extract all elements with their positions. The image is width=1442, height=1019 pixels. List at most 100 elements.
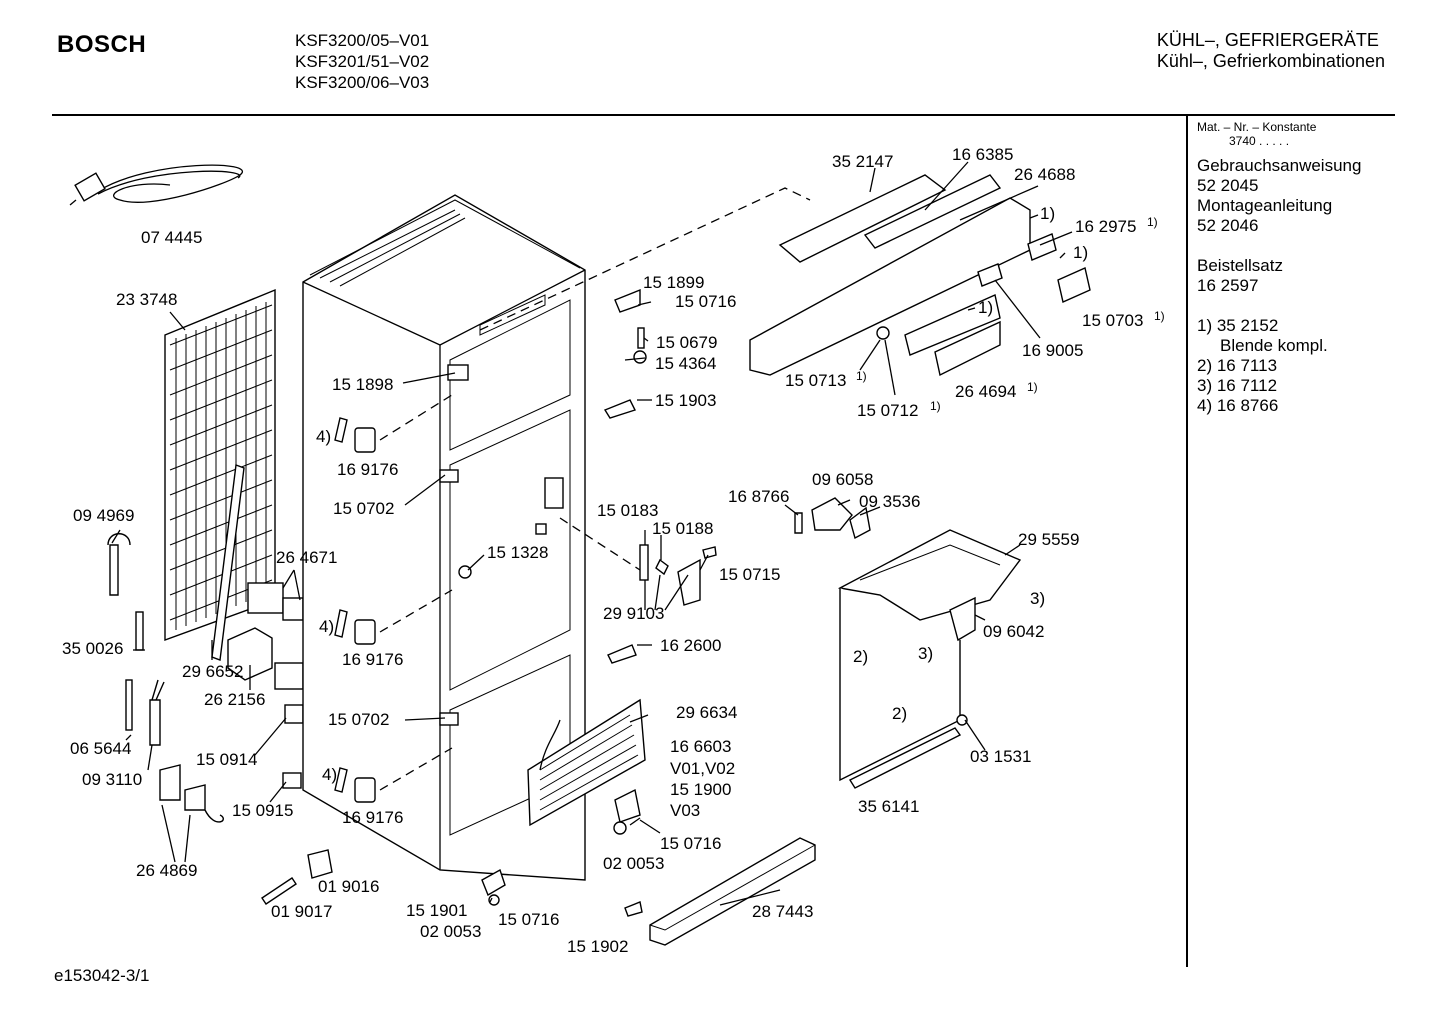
part-label: 15 1899 xyxy=(643,273,704,292)
part-label: 16 2600 xyxy=(660,636,721,655)
brand-logo-text: BOSCH xyxy=(57,31,147,58)
control-panel-assembly xyxy=(749,174,1091,377)
part-label: 16 2975 xyxy=(1075,217,1136,236)
part-label: 15 0188 xyxy=(652,519,713,538)
part-label: 06 5644 xyxy=(70,739,131,758)
sensor-rod xyxy=(125,679,133,731)
part-label: 15 0716 xyxy=(498,910,559,929)
part-label: 09 6042 xyxy=(983,622,1044,641)
footnote-mark: 1) xyxy=(1147,215,1158,229)
part-label: 26 4671 xyxy=(276,548,337,567)
note-4: 4) 16 8766 xyxy=(1197,396,1279,415)
part-label: 26 2156 xyxy=(204,690,265,709)
category-line-lower: Kühl–, Gefrierkombinationen xyxy=(1156,51,1385,71)
part-label: 26 4694 xyxy=(955,382,1016,401)
part-label: 07 4445 xyxy=(141,228,202,247)
part-label: 16 9176 xyxy=(342,808,403,827)
manual-title: Gebrauchsanweisung xyxy=(1197,156,1362,175)
accessory-title: Beistellsatz xyxy=(1197,256,1283,275)
part-label: 29 6652 xyxy=(182,662,243,681)
part-label: 15 1903 xyxy=(655,391,716,410)
part-label: 09 3110 xyxy=(82,770,142,789)
note-ref: 4) xyxy=(322,765,337,784)
part-label: 35 0026 xyxy=(62,639,123,658)
part-label: 09 4969 xyxy=(73,506,134,525)
model-list: KSF3200/05–V01 KSF3201/51–V02 KSF3200/06… xyxy=(295,30,429,93)
accessory-number: 16 2597 xyxy=(1197,276,1259,295)
leader-lines xyxy=(111,161,1073,906)
exploded-parts-diagram: 07 4445 23 3748 09 4969 35 0026 06 5644 … xyxy=(62,145,1165,956)
part-label: 15 1328 xyxy=(487,543,548,562)
note-ref: 2) xyxy=(853,647,868,666)
drawing-code: e153042-3/1 xyxy=(54,966,150,985)
part-label: 16 8766 xyxy=(728,487,789,506)
installation-title: Montageanleitung xyxy=(1197,196,1333,215)
part-label: 15 0914 xyxy=(196,750,257,769)
note-3: 3) 16 7112 xyxy=(1197,376,1278,395)
part-label: 15 4364 xyxy=(655,354,716,373)
footnote-mark: 1) xyxy=(1027,380,1038,394)
part-label: 02 0053 xyxy=(420,922,481,941)
part-label: 29 9103 xyxy=(603,604,664,623)
leader-dashed xyxy=(479,187,811,331)
note-ref: 3) xyxy=(918,644,933,663)
part-label: 28 7443 xyxy=(752,902,813,921)
part-label: 15 1901 xyxy=(406,901,467,920)
model-line: KSF3201/51–V02 xyxy=(295,52,430,71)
part-label: 35 6141 xyxy=(858,797,919,816)
part-label: 26 4688 xyxy=(1014,165,1075,184)
sidebar-info: Mat. – Nr. – Konstante 3740 . . . . . Ge… xyxy=(1197,120,1387,416)
note-ref: 3) xyxy=(1030,589,1045,608)
power-cord xyxy=(69,164,244,206)
note-ref: 4) xyxy=(319,617,334,636)
part-labels: 07 4445 23 3748 09 4969 35 0026 06 5644 … xyxy=(62,145,1165,956)
part-label: 16 9005 xyxy=(1022,341,1083,360)
note-ref: 1) xyxy=(978,298,993,317)
part-label: 15 0716 xyxy=(660,834,721,853)
footnote-mark: 1) xyxy=(1154,309,1165,323)
hinge-parts xyxy=(334,364,547,803)
part-label: 15 0716 xyxy=(675,292,736,311)
evaporator-plate xyxy=(527,698,646,827)
matnr-value: 3740 . . . . . xyxy=(1229,134,1290,148)
part-label: 15 0702 xyxy=(328,710,389,729)
part-label: 09 6058 xyxy=(812,470,873,489)
header-divider xyxy=(52,114,1395,116)
part-label: 16 6603 xyxy=(670,737,731,756)
heater-connectors xyxy=(159,764,224,823)
part-label: 15 0679 xyxy=(656,333,717,352)
part-label: 16 9176 xyxy=(337,460,398,479)
model-line: KSF3200/05–V01 xyxy=(295,31,430,50)
part-label: 26 4869 xyxy=(136,861,197,880)
part-label: 01 9016 xyxy=(318,877,379,896)
part-label: 01 9017 xyxy=(271,902,332,921)
part-label: 23 3748 xyxy=(116,290,177,309)
matnr-label: Mat. – Nr. – Konstante xyxy=(1197,120,1317,134)
part-label: 15 0183 xyxy=(597,501,658,520)
part-label: V01,V02 xyxy=(670,759,735,778)
sensor-leads xyxy=(149,679,165,746)
refrigerator-cabinet xyxy=(302,194,586,881)
fan-motor xyxy=(811,497,871,540)
category-heading: KÜHL–, GEFRIERGERÄTE Kühl–, Gefrierkombi… xyxy=(1157,30,1385,72)
part-label: 02 0053 xyxy=(603,854,664,873)
door-hardware xyxy=(481,288,803,917)
part-label: 29 6634 xyxy=(676,703,737,722)
condenser-coil xyxy=(164,288,276,641)
part-label: 15 0703 xyxy=(1082,311,1143,330)
part-label: 15 1902 xyxy=(567,937,628,956)
note-2: 2) 16 7113 xyxy=(1197,356,1278,375)
part-label: 35 2147 xyxy=(832,152,893,171)
model-line: KSF3200/06–V03 xyxy=(295,73,430,92)
footnote-mark: 1) xyxy=(856,369,867,383)
manual-number: 52 2045 xyxy=(1197,176,1259,195)
note-1-description: Blende kompl. xyxy=(1220,336,1328,355)
part-label: 15 0713 xyxy=(785,371,846,390)
filter-dryer xyxy=(135,611,144,651)
note-ref: 4) xyxy=(316,427,331,446)
drain-hose xyxy=(107,533,131,596)
footnote-mark: 1) xyxy=(930,399,941,413)
electronics-group xyxy=(227,582,333,905)
part-label: 15 0712 xyxy=(857,401,918,420)
note-ref: 2) xyxy=(892,704,907,723)
